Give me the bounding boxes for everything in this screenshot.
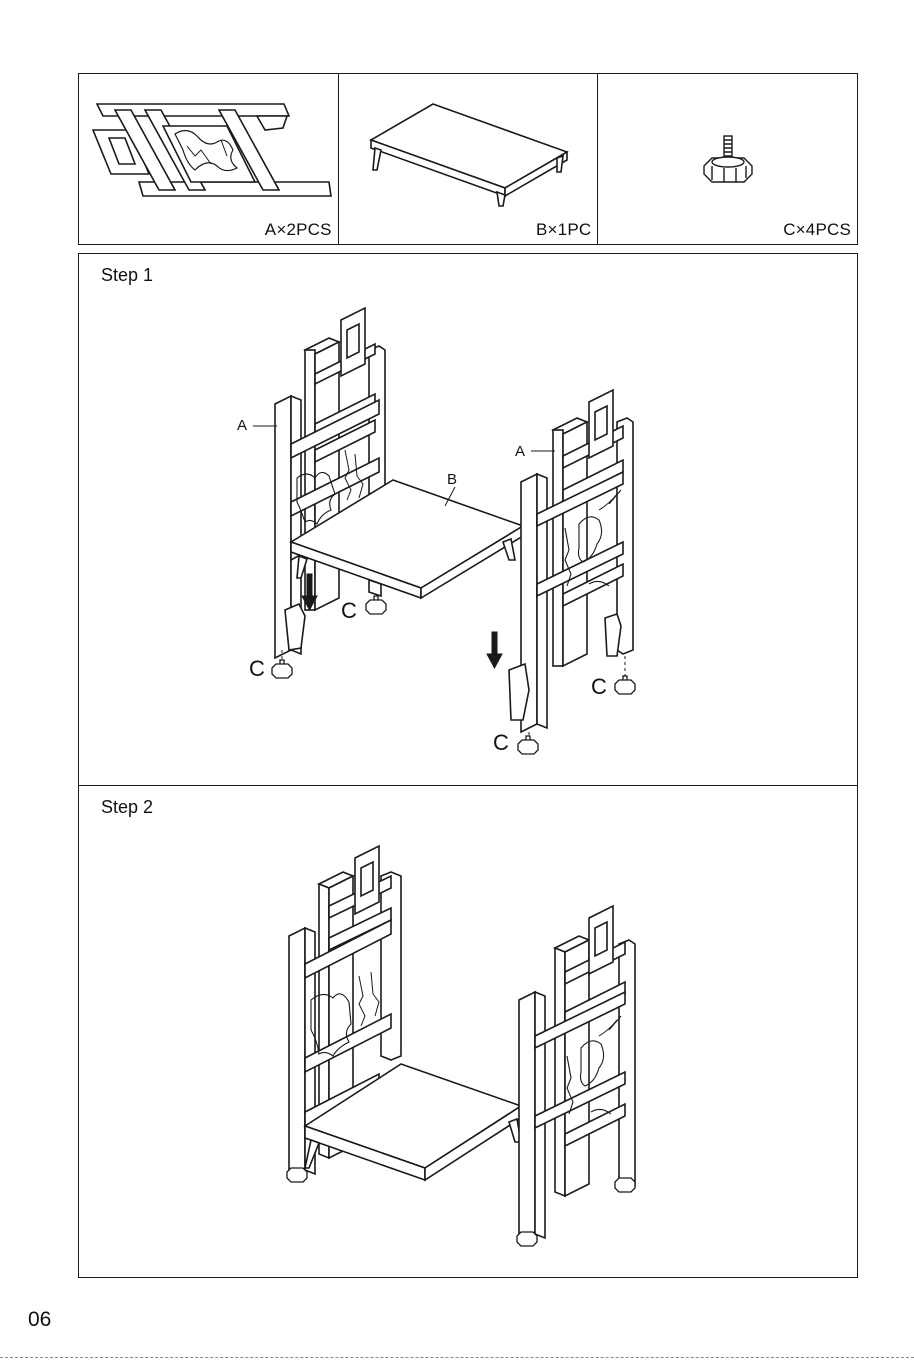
part-a-label: A×2PCS bbox=[265, 220, 332, 240]
callout-a-left: A bbox=[237, 417, 247, 434]
part-b-label: B×1PC bbox=[536, 220, 591, 240]
leveling-foot-icon bbox=[598, 74, 857, 244]
step-2-diagram bbox=[79, 786, 857, 1277]
page-number: 06 bbox=[28, 1308, 51, 1332]
callout-c-1: C bbox=[249, 656, 265, 681]
step-2-panel: Step 2 bbox=[78, 785, 858, 1278]
callout-c-3: C bbox=[493, 730, 509, 755]
part-c-cell: C×4PCS bbox=[598, 74, 857, 244]
callout-c-2: C bbox=[341, 598, 357, 623]
callout-c-4: C bbox=[591, 674, 607, 699]
part-a-cell: A×2PCS bbox=[79, 74, 339, 244]
part-c-label: C×4PCS bbox=[783, 220, 851, 240]
callout-a-right: A bbox=[515, 443, 525, 460]
side-panel-icon bbox=[79, 74, 338, 244]
step-1-panel: Step 1 bbox=[78, 253, 858, 786]
parts-list: A×2PCS B×1PC C×4PCS bbox=[78, 73, 858, 245]
callout-b: B bbox=[447, 471, 457, 488]
shelf-board-icon bbox=[339, 74, 598, 244]
part-b-cell: B×1PC bbox=[339, 74, 599, 244]
step-1-diagram: A A B C C C C bbox=[79, 254, 857, 785]
page-trim-line bbox=[0, 1357, 914, 1358]
